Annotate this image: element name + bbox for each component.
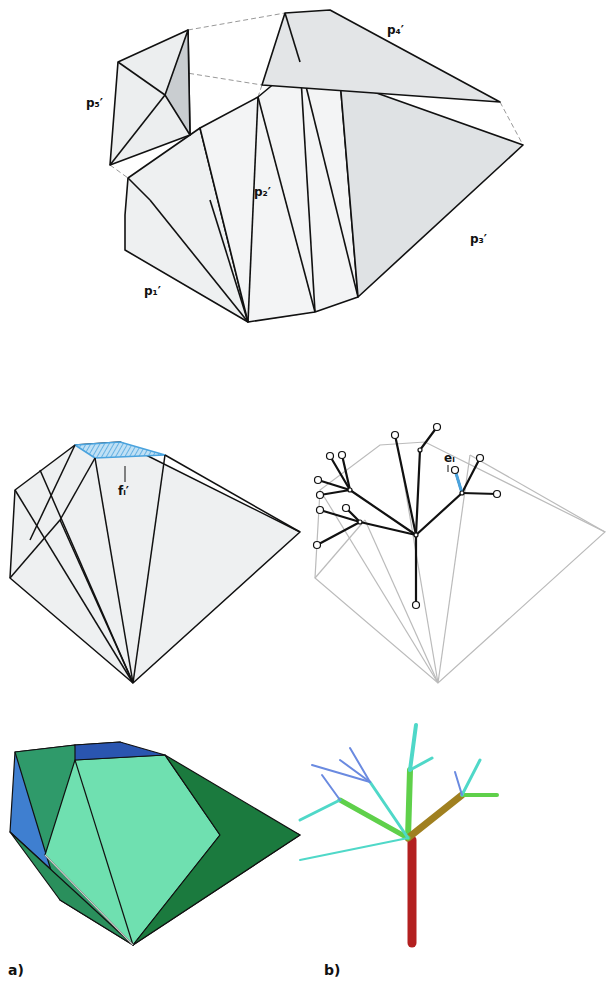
part-label: p₄′ [387, 24, 404, 36]
part-label: p₁′ [144, 285, 161, 297]
panel-label: b) [324, 963, 340, 977]
part-label: p₂′ [254, 186, 271, 198]
panel-label: a) [8, 963, 24, 977]
edge-label: eₗ [444, 452, 455, 464]
part-label: p₅′ [86, 97, 103, 109]
part-label: p₃′ [470, 233, 487, 245]
face-label: fₗ′ [118, 485, 129, 497]
